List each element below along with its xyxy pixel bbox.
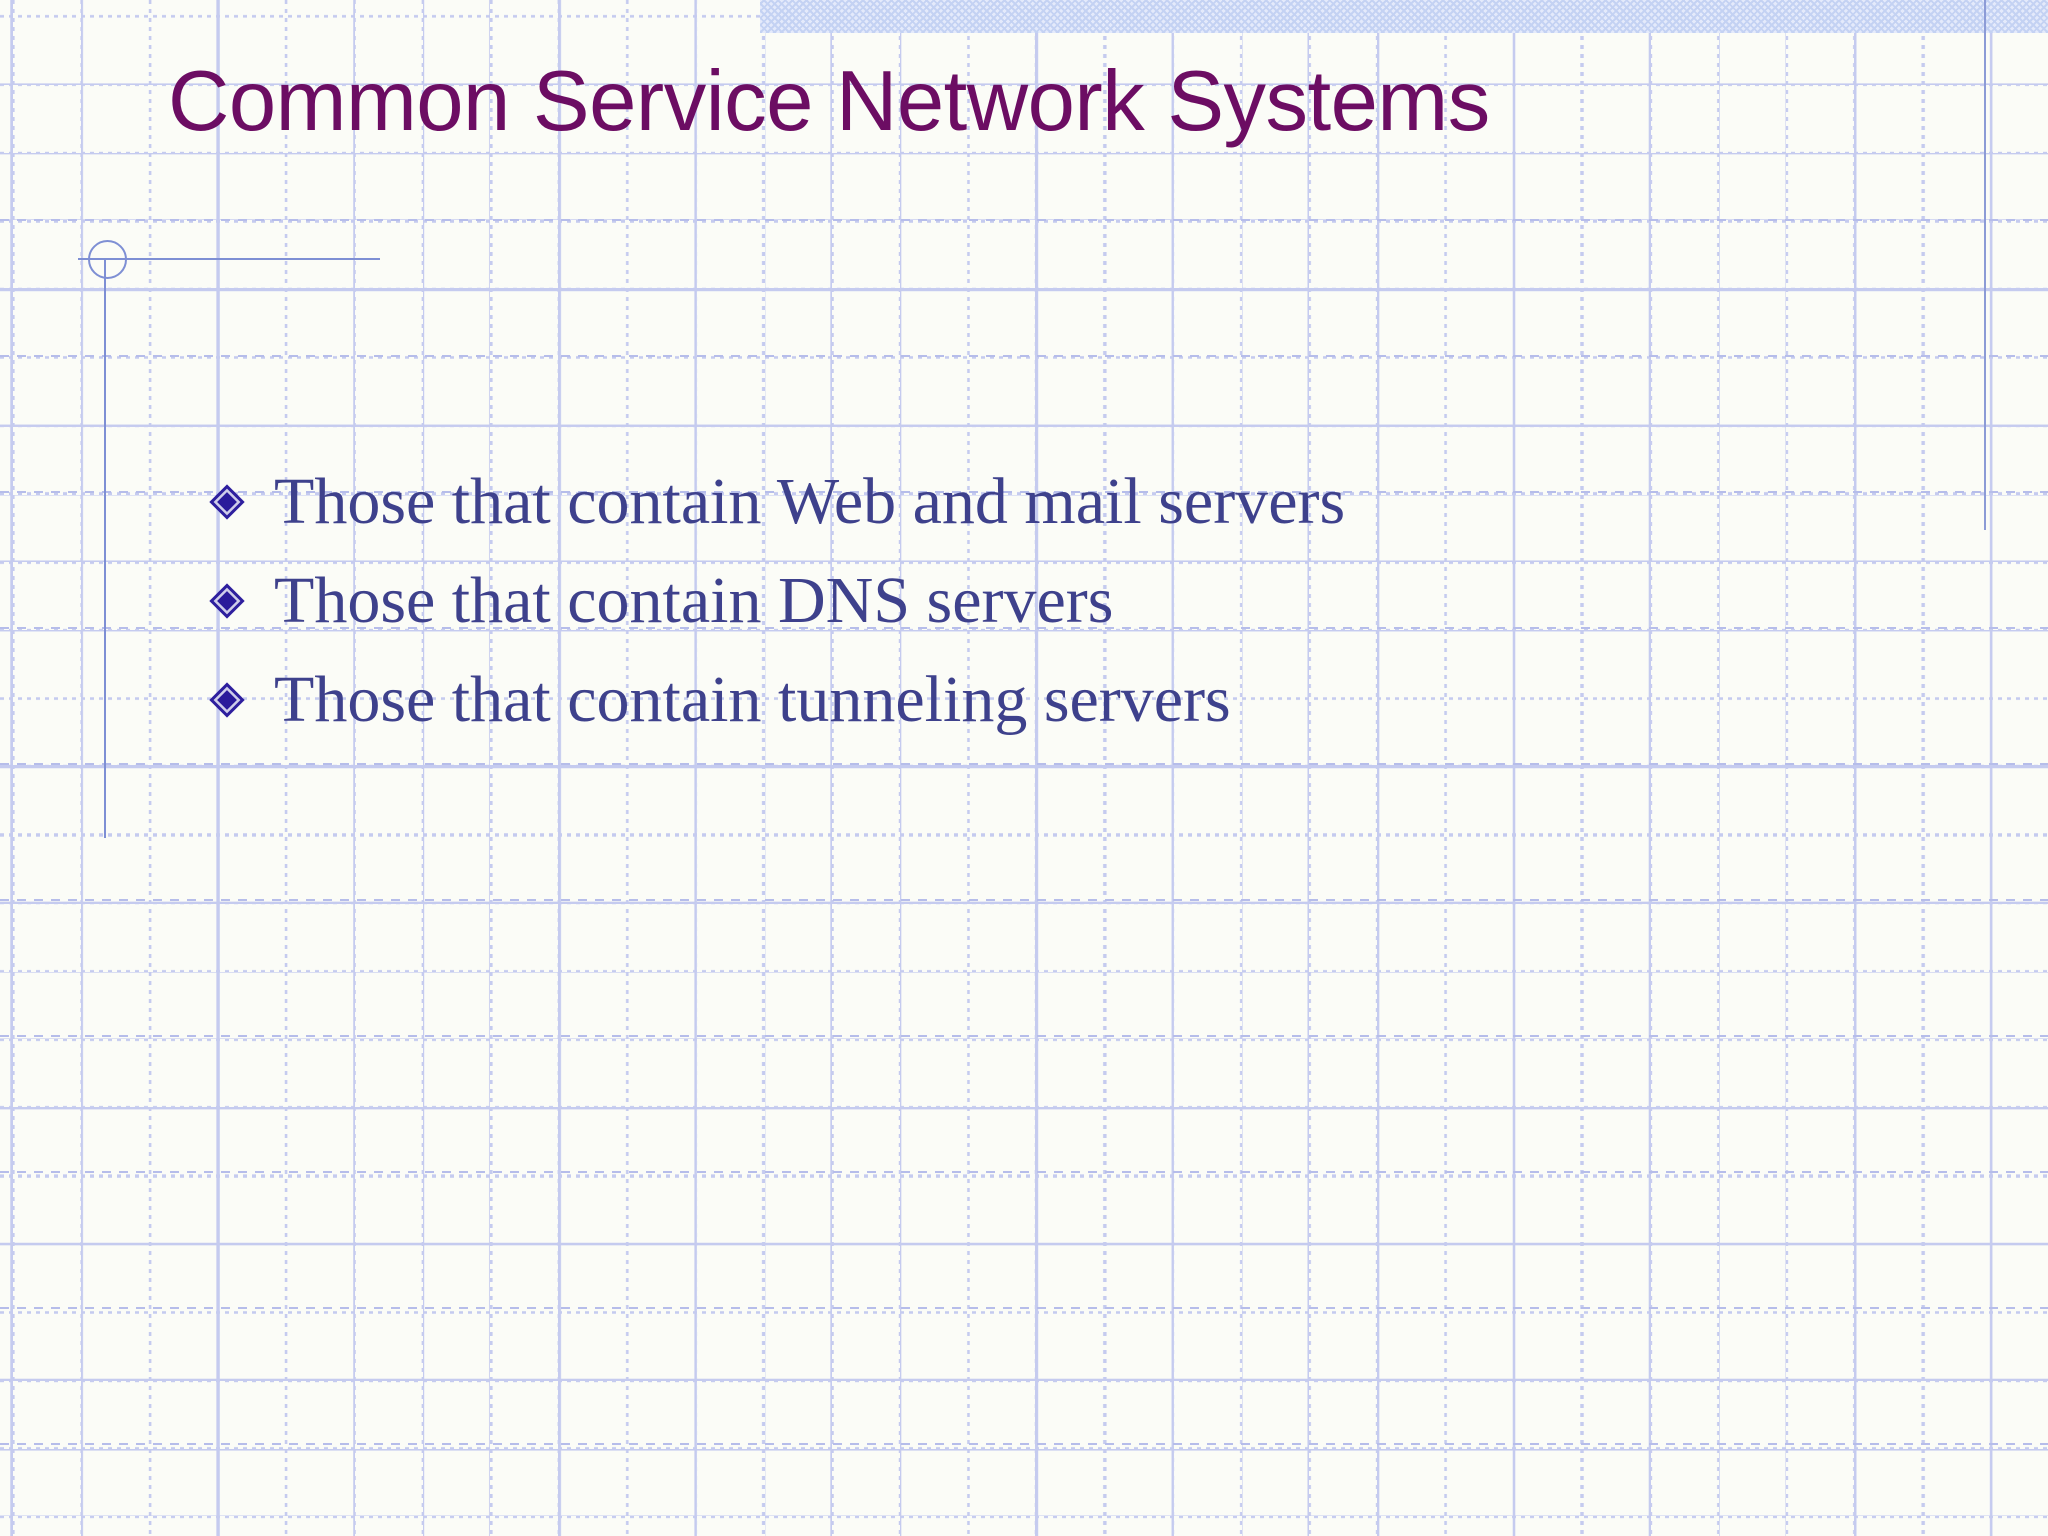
list-item: Those that contain DNS servers (209, 551, 1930, 650)
grid-major-line (0, 1307, 2048, 1309)
list-item: Those that contain Web and mail servers (209, 452, 1930, 551)
page-title: Common Service Network Systems (168, 54, 1490, 149)
list-item-label: Those that contain DNS servers (274, 563, 1114, 637)
top-hatched-band (760, 0, 2048, 33)
grid-major-line (0, 899, 2048, 901)
grid-major-line (0, 219, 2048, 221)
list-item-label: Those that contain Web and mail servers (274, 464, 1346, 538)
diamond-bullet-icon (209, 681, 245, 718)
grid-major-line (0, 355, 2048, 357)
bullet-list: Those that contain Web and mail servers … (209, 452, 1930, 749)
grid-major-line (0, 1171, 2048, 1173)
left-vertical-rule (104, 258, 106, 838)
right-vertical-rule (1984, 0, 1986, 530)
diamond-bullet-icon (209, 582, 245, 619)
list-item-label: Those that contain tunneling servers (274, 662, 1231, 736)
grid-major-line (0, 1035, 2048, 1037)
diamond-bullet-icon (209, 483, 245, 520)
title-underline-rule (78, 258, 380, 260)
list-item: Those that contain tunneling servers (209, 650, 1930, 749)
circle-decoration-icon (88, 240, 127, 279)
grid-major-line (0, 763, 2048, 765)
grid-major-line (0, 1443, 2048, 1445)
